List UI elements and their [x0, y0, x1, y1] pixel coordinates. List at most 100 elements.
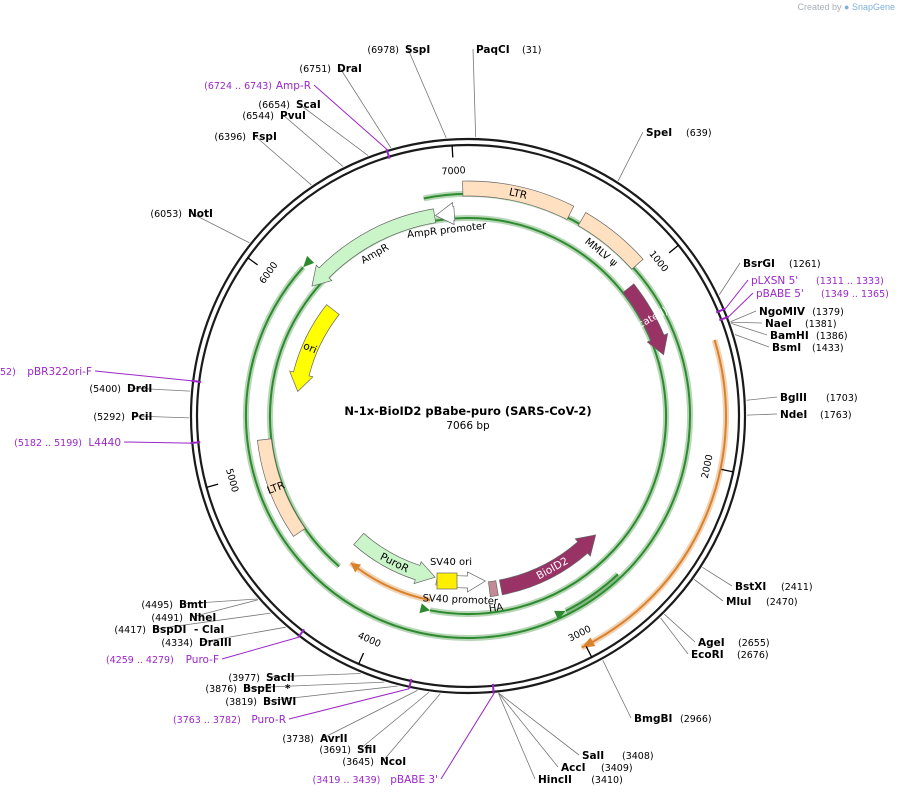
enzyme-label[interactable]: AccI (3409) [561, 762, 633, 774]
enzyme-position: (3410) [591, 775, 623, 786]
enzyme-name: AccI [561, 762, 585, 774]
enzyme-leader-line [133, 415, 190, 419]
primer-label[interactable]: L4440(5182 .. 5199) [14, 437, 121, 449]
enzyme-position: (4495) [141, 600, 173, 611]
feature-sv40-ori[interactable] [436, 572, 458, 590]
enzyme-leader-line [693, 579, 724, 602]
primer-label[interactable]: Puro-R(3763 .. 3782) [173, 714, 286, 726]
enzyme-leader-line [702, 566, 733, 587]
enzyme-leader-line [265, 685, 398, 702]
enzyme-label[interactable]: AgeI(2655) [698, 637, 770, 649]
enzyme-name: PaqCI [476, 44, 510, 56]
enzyme-name: NotI [188, 208, 213, 220]
enzyme-label[interactable]: BamHI(1386) [770, 330, 848, 342]
orf-arrow [269, 217, 667, 615]
enzyme-position: (3819) [225, 697, 257, 708]
feature-puror[interactable] [353, 532, 436, 585]
primer-name: pBABE 5' [756, 288, 804, 300]
enzyme-position: (1261) [789, 259, 821, 270]
feature-mmlv[interactable] [577, 212, 644, 270]
enzyme-leader-line [498, 693, 559, 768]
tick-mark [668, 244, 679, 254]
feature-gag-truncated[interactable] [622, 283, 669, 356]
enzyme-leader-line [746, 396, 778, 401]
created-by-label: Created by [797, 2, 842, 12]
feature-ltr[interactable] [462, 180, 575, 221]
feature-ltr[interactable] [257, 438, 306, 537]
enzyme-position: (4491) [151, 613, 183, 624]
enzyme-label[interactable]: BsmI(1433) [772, 342, 844, 354]
enzyme-label[interactable]: DrdI(5400) [89, 383, 152, 395]
enzyme-label[interactable]: PvuI(6544) [242, 110, 306, 122]
feature-label: SV40 ori [430, 557, 472, 568]
enzyme-label[interactable]: MluI(2470) [726, 596, 798, 608]
enzyme-label[interactable]: BspEI(3876)* [205, 683, 291, 695]
enzyme-position: (1379) [812, 307, 844, 318]
enzyme-position: (3409) [601, 763, 633, 774]
primer-label[interactable]: pBR322ori-F (5433 .. 5452) [0, 366, 92, 378]
enzyme-leader-line [298, 103, 369, 156]
tick-mark [247, 257, 259, 266]
enzyme-name: EcoRI [691, 649, 724, 661]
enzyme-leader-line [730, 321, 763, 324]
feature-ampr-promoter[interactable] [434, 201, 456, 226]
enzyme-position: (6396) [214, 132, 246, 143]
enzyme-label[interactable]: NaeI(1381) [765, 318, 837, 330]
enzyme-label[interactable]: FspI(6396) [214, 131, 276, 143]
enzyme-position: (6053) [150, 209, 182, 220]
primer-site-mark [408, 678, 413, 689]
enzyme-label[interactable]: BmgBI(2966) [634, 713, 712, 725]
enzyme-label[interactable]: BsrGI(1261) [743, 258, 821, 270]
plasmid-length: 7066 bp [446, 420, 490, 432]
primer-label[interactable]: pBABE 5'(1349 .. 1365) [756, 288, 889, 300]
enzyme-label[interactable]: DraI(6751) [299, 63, 361, 75]
enzyme-leader-line [731, 323, 768, 336]
enzyme-label[interactable]: SfiI(3691) [319, 744, 376, 756]
enzyme-label[interactable]: NdeI(1763) [780, 409, 852, 421]
primer-leader-line [94, 370, 192, 382]
feature-ampr[interactable] [311, 208, 437, 287]
enzyme-label[interactable]: NotI (6053) [150, 208, 213, 220]
enzyme-label[interactable]: BmtI(4495) [141, 599, 206, 611]
enzyme-leader-line [339, 67, 392, 149]
enzyme-label[interactable]: SalI(3408) [582, 750, 654, 762]
tick-label: 7000 [441, 165, 466, 177]
enzyme-label[interactable]: BglII(1703) [780, 392, 858, 404]
enzyme-name: SspI [405, 44, 430, 56]
enzyme-leader-line [660, 617, 689, 655]
primer-name: pBR322ori-F [27, 366, 92, 378]
primer-label[interactable]: Puro-F(4259 .. 4279) [106, 654, 219, 666]
feature-label: HA [488, 602, 504, 615]
enzyme-leader-line [129, 387, 191, 392]
enzyme-label[interactable]: ScaI(6654) [258, 99, 320, 111]
primer-label[interactable]: pBABE 3'(3419 .. 3439) [313, 774, 438, 786]
enzyme-label[interactable]: PaqCI(31) [476, 44, 542, 56]
primer-site-mark [385, 148, 391, 159]
feature-bioid2[interactable] [499, 534, 597, 596]
enzyme-label[interactable]: NheI(4491) [151, 612, 216, 624]
enzyme-leader-line [617, 131, 644, 182]
enzyme-label[interactable]: SspI(6978) [367, 44, 430, 56]
enzyme-leader-line [498, 693, 536, 780]
enzyme-leader-line [498, 692, 580, 756]
primer-range: (5433 .. 5452) [0, 367, 16, 378]
enzyme-label[interactable]: SpeI(639) [646, 127, 712, 139]
enzyme-label[interactable]: BstXI(2411) [735, 581, 813, 593]
enzyme-label[interactable]: BsiWI(3819) [225, 696, 296, 708]
enzyme-name: DraI [337, 63, 362, 75]
enzyme-label[interactable]: EcoRI(2676) [691, 649, 769, 661]
feature-ori[interactable] [289, 304, 340, 393]
enzyme-leader-line [407, 48, 447, 139]
enzyme-label[interactable]: AvrII(3738) [282, 733, 347, 745]
enzyme-label[interactable]: HincII(3410) [538, 774, 623, 786]
enzyme-leader-line [602, 660, 632, 719]
enzyme-label[interactable]: NcoI(3645) [342, 756, 406, 768]
primer-label[interactable]: Amp-R(6724 .. 6743) [204, 80, 311, 92]
enzyme-label[interactable]: SacII(3977) [228, 672, 294, 684]
enzyme-label[interactable]: BspDI(4417)- ClaI [114, 624, 224, 636]
enzyme-label[interactable]: DraIII(4334) [161, 637, 231, 649]
primer-label[interactable]: pLXSN 5'(1311 .. 1333) [751, 275, 884, 287]
enzyme-label[interactable]: PciI(5292) [93, 411, 152, 423]
feature-ha[interactable] [488, 580, 499, 598]
enzyme-label[interactable]: NgoMIV(1379) [759, 306, 844, 318]
